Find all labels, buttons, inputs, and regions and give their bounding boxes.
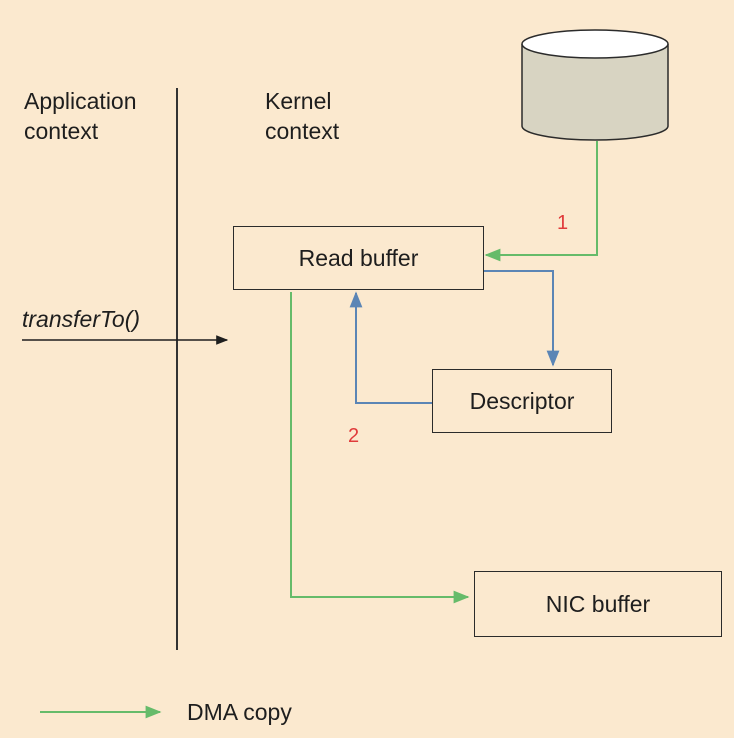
dma-arrow-disk-to-read-buffer [484, 141, 598, 262]
transfer-to-call-label: transferTo() [22, 306, 141, 332]
application-context-line-2: context [24, 118, 99, 144]
kernel-context-line-1: Kernel [265, 88, 332, 114]
kernel-context-line-2: context [265, 118, 340, 144]
dma-arrow-read-buffer-to-nic [290, 292, 470, 604]
application-context-line-1: Application [24, 88, 137, 114]
step-1-label: 1 [557, 212, 569, 234]
disk-cylinder-icon [521, 29, 669, 141]
application-context-label: Application context [24, 86, 137, 146]
arrow-descriptor-to-read-buffer [349, 291, 432, 404]
nic-buffer-box: NIC buffer [474, 571, 722, 637]
descriptor-box: Descriptor [432, 369, 612, 433]
step-2-label: 2 [348, 425, 360, 447]
legend-dma-copy-label: DMA copy [187, 699, 292, 725]
read-buffer-box: Read buffer [233, 226, 484, 290]
kernel-context-label: Kernel context [265, 86, 339, 146]
arrow-read-buffer-to-descriptor [483, 270, 560, 367]
